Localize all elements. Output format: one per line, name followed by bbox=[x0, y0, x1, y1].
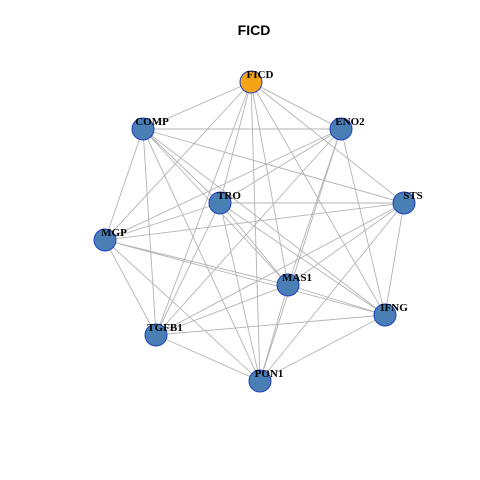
edge-ficd-ifng bbox=[250, 81, 386, 316]
node-sts bbox=[392, 191, 416, 215]
node-label-eno2: ENO2 bbox=[335, 116, 365, 128]
node-label-tro: TRO bbox=[217, 190, 241, 202]
node-mgp bbox=[93, 228, 117, 252]
edge-tro-tgfb1 bbox=[155, 202, 221, 336]
node-label-tgfb1: TGFB1 bbox=[147, 322, 182, 334]
edge-tro-mas1 bbox=[219, 202, 289, 286]
node-label-pon1: PON1 bbox=[255, 368, 284, 380]
edge-ficd-pon1 bbox=[250, 81, 261, 382]
node-ifng bbox=[373, 303, 397, 327]
node-comp bbox=[131, 117, 155, 141]
edge-ficd-mas1 bbox=[250, 81, 289, 286]
edge-ifng-pon1 bbox=[259, 314, 386, 382]
node-label-sts: STS bbox=[403, 190, 423, 202]
node-label-mgp: MGP bbox=[101, 227, 127, 239]
edge-ficd-mgp bbox=[104, 81, 252, 241]
edge-mgp-tgfb1 bbox=[104, 239, 157, 336]
edge-sts-pon1 bbox=[259, 202, 405, 382]
edge-eno2-mas1 bbox=[287, 128, 342, 286]
edge-eno2-tro bbox=[219, 128, 342, 204]
edge-tro-ifng bbox=[219, 202, 386, 316]
node-eno2 bbox=[329, 117, 353, 141]
node-label-ifng: IFNG bbox=[380, 302, 408, 314]
edge-mas1-tgfb1 bbox=[155, 284, 289, 336]
edge-comp-sts bbox=[142, 128, 405, 204]
graph-title: FICD bbox=[238, 22, 271, 38]
edge-mgp-pon1 bbox=[104, 239, 261, 382]
node-tro bbox=[208, 191, 232, 215]
edge-eno2-tgfb1 bbox=[155, 128, 342, 336]
edge-sts-mas1 bbox=[287, 202, 405, 286]
edge-sts-mgp bbox=[104, 202, 405, 241]
edge-ficd-comp bbox=[142, 81, 252, 130]
edge-tro-pon1 bbox=[219, 202, 261, 382]
edge-comp-ifng bbox=[142, 128, 386, 316]
edge-eno2-ifng bbox=[340, 128, 386, 316]
node-pon1 bbox=[248, 369, 272, 393]
edge-eno2-pon1 bbox=[259, 128, 342, 382]
edge-ifng-tgfb1 bbox=[155, 314, 386, 336]
edge-sts-tgfb1 bbox=[155, 202, 405, 336]
edge-mgp-mas1 bbox=[104, 239, 289, 286]
edge-comp-pon1 bbox=[142, 128, 261, 382]
edge-mas1-pon1 bbox=[259, 284, 289, 382]
node-label-ficd: FICD bbox=[247, 69, 274, 81]
node-label-mas1: MAS1 bbox=[282, 272, 312, 284]
edge-ficd-sts bbox=[250, 81, 405, 204]
edge-ficd-eno2 bbox=[250, 81, 342, 130]
edge-comp-mgp bbox=[104, 128, 144, 241]
edge-ficd-tro bbox=[219, 81, 252, 204]
node-ficd bbox=[239, 70, 263, 94]
node-layer bbox=[93, 70, 416, 393]
edge-comp-tro bbox=[142, 128, 221, 204]
node-mas1 bbox=[276, 273, 300, 297]
edge-sts-ifng bbox=[384, 202, 405, 316]
edge-tgfb1-pon1 bbox=[155, 334, 261, 382]
edge-eno2-mgp bbox=[104, 128, 342, 241]
node-tgfb1 bbox=[144, 323, 168, 347]
edge-mgp-ifng bbox=[104, 239, 386, 316]
node-label-comp: COMP bbox=[135, 116, 169, 128]
edge-mas1-ifng bbox=[287, 284, 386, 316]
edge-comp-tgfb1 bbox=[142, 128, 157, 336]
edge-tro-mgp bbox=[104, 202, 221, 241]
